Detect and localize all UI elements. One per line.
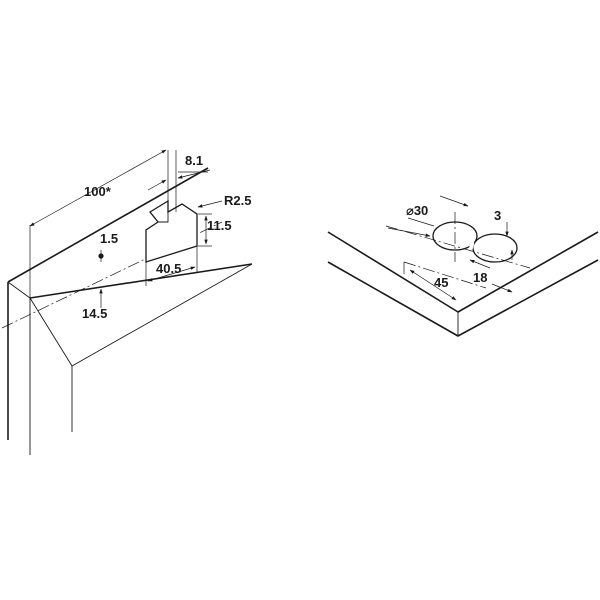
dim-line-40-5 [147,266,196,282]
dim-arrow-18-right [491,283,513,293]
panel-bore-view: ⌀30 3 45 18 [327,195,599,337]
frame-inner-edge [71,263,253,367]
dim-label-14-5: 14.5 [82,306,107,321]
frame-mitre-line [29,297,73,367]
dim-arrow-d30-top [439,195,469,207]
bore-axis-horizontal [385,225,531,269]
dim-arrow-8-1-left [147,179,167,191]
dim-label-11-5: 11.5 [207,218,232,233]
dim-label-100: 100* [84,184,112,199]
bore-join-mask [466,228,475,252]
dim-label-40-5: 40.5 [156,261,181,276]
dim-label-8-1: 8.1 [185,153,203,168]
dim-label-r2-5: R2.5 [224,193,251,208]
dim-label-1-5: 1.5 [100,231,118,246]
frame-corner-view: 100* 8.1 R2.5 11.5 1.5 40.5 14.5 [1,149,253,455]
dim-arrow-8-1-right [177,169,211,179]
frame-corner-edge [7,281,31,299]
dim-line-45 [409,269,457,301]
dim-leader-r2-5 [197,200,223,208]
double-bore [432,221,518,263]
dim-arrow-d30-left [387,227,431,237]
dim-label-18: 18 [473,270,487,285]
dim-leader-d30 [407,217,435,227]
hinge-pocket [145,199,198,263]
dim-line-100 [29,149,167,227]
frame-inner-top-edge [29,263,253,299]
dim-label-45: 45 [434,275,448,290]
panel-bottom-edges [327,259,599,337]
dim-label-3: 3 [494,208,501,223]
dim-arrow-18-left [469,259,491,269]
bore-right [472,233,518,263]
dim-label-d30: ⌀30 [406,203,428,218]
